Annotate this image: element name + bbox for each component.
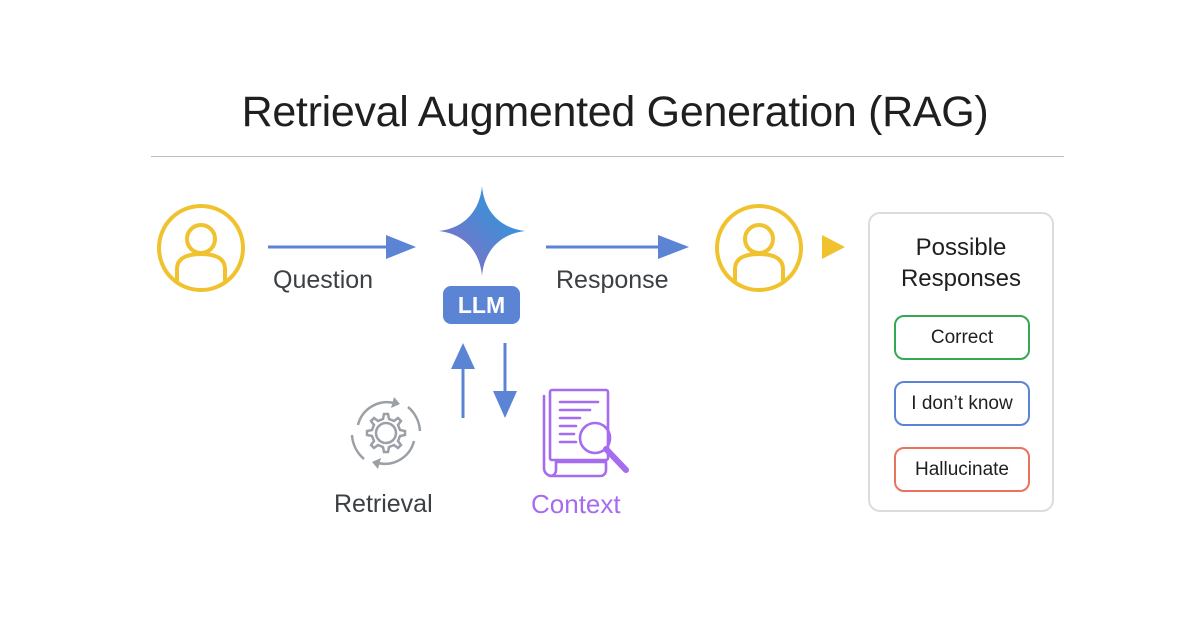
context-down-arrow (493, 343, 517, 418)
play-triangle-icon (822, 235, 845, 259)
possible-responses-panel: Possible Responses Correct I don’t know … (868, 212, 1054, 512)
title-divider (151, 156, 1064, 157)
sparkle-star-icon (439, 186, 525, 276)
response-label: Response (556, 266, 669, 294)
option-i-dont-know: I don’t know (894, 381, 1030, 426)
question-label: Question (273, 266, 374, 294)
option-hallucinate: Hallucinate (894, 447, 1030, 492)
retrieval-up-arrow (451, 343, 475, 418)
gear-cycle-icon (350, 397, 422, 469)
document-search-icon (542, 388, 629, 478)
panel-title: Possible Responses (900, 234, 1022, 292)
retrieval-label: Retrieval (334, 490, 433, 518)
page-title: Retrieval Augmented Generation (RAG) (241, 88, 989, 136)
option-correct: Correct (894, 315, 1030, 360)
user-icon-asker (157, 204, 245, 292)
user-icon-receiver (715, 204, 803, 292)
llm-badge: LLM (443, 286, 520, 324)
response-arrow (546, 235, 689, 259)
context-label: Context (531, 489, 621, 519)
question-arrow (268, 235, 416, 259)
